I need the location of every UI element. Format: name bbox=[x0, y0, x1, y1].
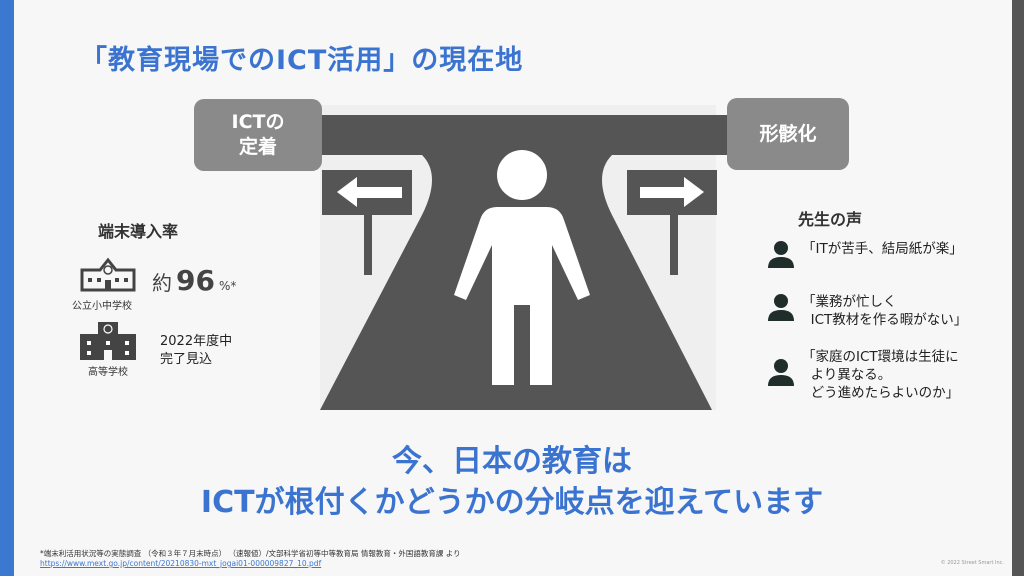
left-accent-bar bbox=[0, 0, 14, 576]
elementary-school-icon bbox=[80, 257, 136, 292]
voice-text: 「ITが苦手、結局紙が楽」 bbox=[802, 241, 963, 257]
copyright: © 2022 Street Smart Inc. bbox=[940, 560, 1004, 566]
right-accent-bar bbox=[1012, 0, 1024, 576]
device-rate-heading: 端末導入率 bbox=[98, 222, 179, 241]
voice-item: 「ITが苦手、結局紙が楽」 bbox=[768, 240, 963, 268]
voice-item: 「家庭のICT環境は生徒に より異なる。 どう進めたらよいのか」 bbox=[768, 348, 959, 403]
crossroads-illustration bbox=[212, 105, 832, 410]
main-message-line2: ICTが根付くかどうかの分岐点を迎えています bbox=[200, 485, 824, 520]
high-school-status-2: 完了見込 bbox=[160, 352, 213, 367]
device-rate-value: 96 bbox=[176, 264, 215, 297]
teacher-icon bbox=[768, 294, 794, 321]
device-rate-unit: %* bbox=[218, 279, 237, 293]
teacher-icon bbox=[768, 241, 794, 268]
sign-ict-adoption: ICTの 定着 bbox=[194, 99, 322, 171]
elementary-label: 公立小中学校 bbox=[72, 301, 132, 312]
person-icon bbox=[454, 150, 590, 385]
voice-item: 「業務が忙しく ICT教材を作る暇がない」 bbox=[768, 293, 967, 329]
main-message-line1: 今、日本の教育は bbox=[392, 444, 632, 479]
sign-formalization: 形骸化 bbox=[727, 98, 849, 170]
teacher-icon bbox=[768, 359, 794, 386]
voice-text: 「家庭のICT環境は生徒に より異なる。 どう進めたらよいのか」 bbox=[802, 349, 960, 402]
voices-heading: 先生の声 bbox=[798, 210, 863, 229]
page-title: 「教育現場でのICT活用」の現在地 bbox=[80, 45, 524, 76]
source-link[interactable]: https://www.mext.go.jp/content/20210830-… bbox=[40, 559, 322, 568]
high-school-status-1: 2022年度中 bbox=[160, 334, 233, 349]
voice-text: 「業務が忙しく ICT教材を作る暇がない」 bbox=[802, 294, 968, 329]
high-school-label: 高等学校 bbox=[88, 367, 128, 378]
footnote: *端末利活用状況等の実態調査 （令和３年７月末時点） （速報値）/文部科学省初等… bbox=[40, 549, 461, 558]
approx-prefix: 約 bbox=[152, 271, 172, 295]
high-school-icon bbox=[80, 322, 136, 360]
